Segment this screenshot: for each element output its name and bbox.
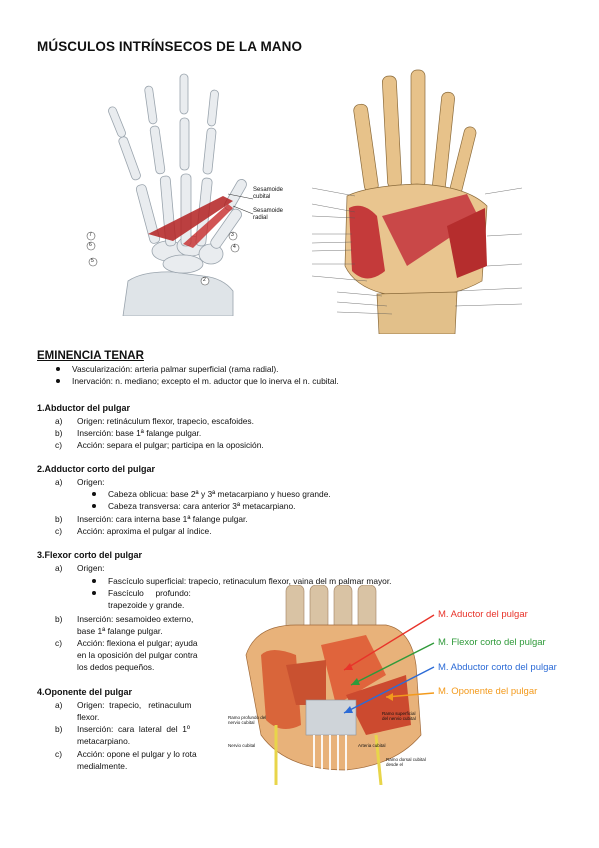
label-nervio-cubital: Nervio cubital: [228, 743, 256, 748]
bullet-dot-icon: [56, 379, 60, 383]
thenar-muscles-illustration: [245, 585, 435, 785]
list-item-text: Inserción: cara lateral del 1º: [77, 724, 190, 734]
hand-skeleton-figure: Sesamoideo cubital Sesamoideo radial 7 6…: [83, 66, 283, 316]
list-item-text: medialmente.: [77, 761, 128, 771]
list-letter: b): [55, 614, 63, 624]
section-heading-eminencia-tenar: EMINENCIA TENAR: [37, 350, 144, 362]
list-letter: c): [55, 440, 62, 450]
hand-muscle-figure: [307, 66, 527, 334]
list-item: c) Acción: aproxima el pulgar al índice.: [55, 525, 212, 538]
list-item: los dedos pequeños.: [77, 661, 154, 674]
list-item-text: Origen:: [77, 563, 105, 573]
list-letter: c): [55, 526, 62, 536]
sub-bullet-text: Fascículo superficial: trapecio, retinac…: [108, 576, 392, 586]
list-letter: b): [55, 724, 63, 734]
sub-bullet-text: Cabeza transversa: cara anterior 3ª meta…: [108, 501, 296, 511]
muscle-title-3: 3.Flexor corto del pulgar: [37, 550, 143, 560]
list-letter: b): [55, 514, 63, 524]
list-item: en la oposición del pulgar contra: [77, 649, 198, 662]
label-ramo-superficial: Ramo superficial del nervio cubital: [382, 711, 416, 721]
hand-skeleton-illustration: [86, 73, 254, 316]
legend-flexor-corto: M. Flexor corto del pulgar: [438, 637, 546, 648]
sub-bullet: Fascículo superficial: trapecio, retinac…: [92, 575, 392, 588]
muscle-title-2: 2.Adductor corto del pulgar: [37, 464, 156, 474]
sesamoideo-radial-label: Sesamoideo radial: [253, 208, 283, 221]
label-3: 3: [231, 232, 234, 238]
list-item-text: Inserción: sesamoideo externo,: [77, 614, 194, 624]
list-letter: a): [55, 700, 63, 710]
sub-bullet: Cabeza oblicua: base 2ª y 3ª metacarpian…: [92, 488, 331, 501]
sub-bullet: Cabeza transversa: cara anterior 3ª meta…: [92, 500, 296, 513]
list-item: c) Acción: separa el pulgar; participa en…: [55, 439, 264, 452]
bullet-dot-icon: [92, 504, 96, 508]
label-2: 2: [203, 277, 206, 283]
list-item: b) Inserción: sesamoideo externo,: [55, 613, 193, 626]
thenar-muscles-figure: M. Aductor del pulgar M. Flexor corto de…: [226, 585, 598, 785]
list-item: c) Acción: opone el pulgar y lo rota: [55, 748, 197, 761]
list-item-text: flexor.: [77, 712, 100, 722]
legend-oponente: M. Oponente del pulgar: [438, 686, 538, 697]
list-item: b) Inserción: cara lateral del 1º: [55, 723, 190, 736]
bullet-dot-icon: [92, 591, 96, 595]
list-item-text: base 1ª falange pulgar.: [77, 626, 163, 636]
label-7: 7: [89, 232, 92, 238]
bullet-text: Inervación: n. mediano; excepto el m. ad…: [72, 376, 339, 386]
list-item-text: Acción: aproxima el pulgar al índice.: [77, 526, 212, 536]
list-letter: a): [55, 416, 63, 426]
bullet-dot-icon: [92, 579, 96, 583]
bullet-inervacion: Inervación: n. mediano; excepto el m. ad…: [56, 375, 339, 388]
list-item: metacarpiano.: [77, 735, 130, 748]
list-item-text: los dedos pequeños.: [77, 662, 155, 672]
label-arteria-cubital: Arteria cubital: [358, 743, 386, 748]
label-ramo-dorsal: Ramo dorsal cubital desde el: [386, 757, 426, 767]
muscle-title-1: 1.Abductor del pulgar: [37, 403, 131, 413]
list-item-text: en la oposición del pulgar contra: [77, 650, 198, 660]
list-item: b) Inserción: base 1ª falange pulgar.: [55, 427, 201, 440]
list-item: c) Acción: flexiona el pulgar; ayuda: [55, 637, 198, 650]
label-6: 6: [89, 242, 92, 248]
list-item-text: Acción: flexiona el pulgar; ayuda: [77, 638, 198, 648]
list-letter: a): [55, 563, 63, 573]
list-item-text: Origen: trapecio, retinaculum: [77, 700, 192, 710]
sub-bullet: Fascículo profundo:: [92, 587, 191, 600]
list-item-text: Origen: retináculum flexor, trapecio, es…: [77, 416, 254, 426]
sesamoideo-cubital-label: Sesamoideo cubital: [253, 187, 283, 200]
list-letter: c): [55, 638, 62, 648]
list-item: medialmente.: [77, 760, 127, 773]
bullet-vascularizacion: Vascularización: arteria palmar superfic…: [56, 363, 279, 376]
legend-abductor-corto: M. Abductor corto del pulgar: [438, 662, 557, 673]
bullet-dot-icon: [92, 492, 96, 496]
label-4: 4: [233, 244, 236, 250]
list-letter: b): [55, 428, 63, 438]
bullet-dot-icon: [56, 367, 60, 371]
list-item: a) Origen:: [55, 476, 104, 489]
list-item-text: Acción: separa el pulgar; participa en l…: [77, 440, 264, 450]
list-item-text: Inserción: cara interna base 1ª falange …: [77, 514, 248, 524]
list-item: a) Origen: retináculum flexor, trapecio, …: [55, 415, 254, 428]
list-item-text: metacarpiano.: [77, 736, 131, 746]
list-item: base 1ª falange pulgar.: [77, 625, 163, 638]
list-item-text: Acción: opone el pulgar y lo rota: [77, 749, 197, 759]
list-letter: a): [55, 477, 63, 487]
legend-aductor: M. Aductor del pulgar: [438, 609, 528, 620]
hand-muscle-illustration: [311, 69, 523, 334]
bullet-text: Vascularización: arteria palmar superfic…: [72, 364, 279, 374]
muscle-title-4: 4.Oponente del pulgar: [37, 687, 133, 697]
sub-bullet-text: Cabeza oblicua: base 2ª y 3ª metacarpian…: [108, 489, 331, 499]
label-ramo-profundo: Ramo profundo del nervio cubital: [228, 715, 267, 725]
list-letter: c): [55, 749, 62, 759]
label-5: 5: [91, 258, 94, 264]
list-item-text: Origen:: [77, 477, 105, 487]
page-title: MÚSCULOS INTRÍNSECOS DE LA MANO: [37, 39, 303, 54]
list-item: flexor.: [77, 711, 99, 724]
list-item: b) Inserción: cara interna base 1ª falang…: [55, 513, 248, 526]
sub-bullet-text: Fascículo profundo:: [108, 588, 191, 598]
list-item: a) Origen: trapecio, retinaculum: [55, 699, 192, 712]
sub-bullet-continued: trapezoide y grande.: [108, 600, 185, 610]
list-item: a) Origen:: [55, 562, 104, 575]
list-item-text: Inserción: base 1ª falange pulgar.: [77, 428, 202, 438]
